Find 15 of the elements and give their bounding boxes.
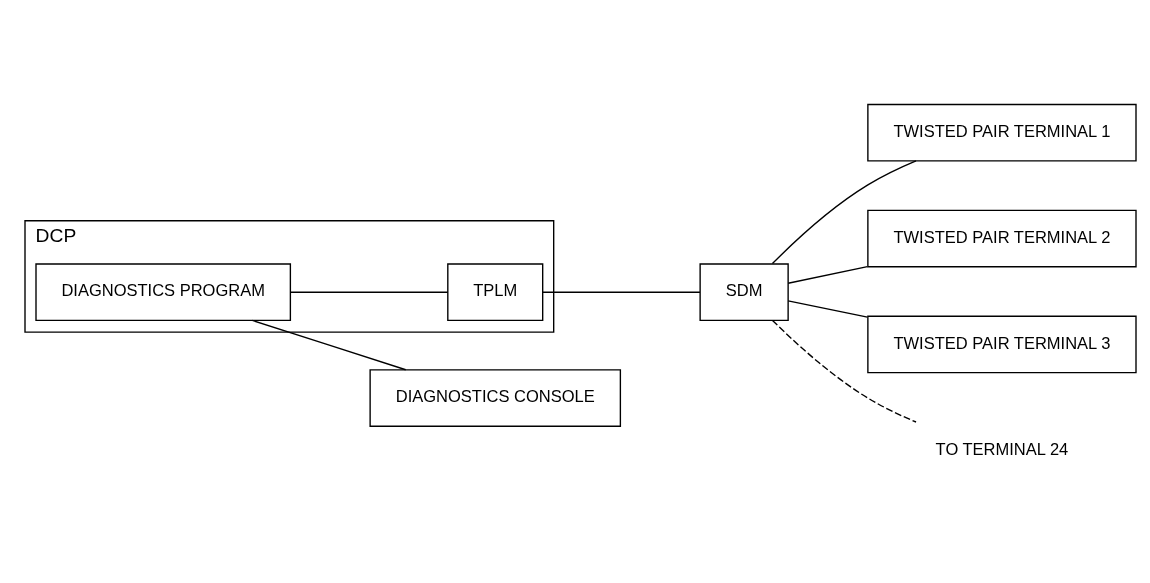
connector: [787, 265, 869, 284]
node-box: DIAGNOSTICS PROGRAM: [35, 263, 292, 322]
node-box: TWISTED PAIR TERMINAL 2: [867, 209, 1137, 268]
node-box: TPLM: [447, 263, 544, 322]
connector: [771, 160, 917, 265]
node-text: TO TERMINAL 24: [935, 439, 1069, 458]
connector: [289, 291, 449, 293]
node-box: TWISTED PAIR TERMINAL 1: [867, 103, 1137, 162]
node-box: DIAGNOSTICS CONSOLE: [369, 369, 622, 427]
connector: [787, 300, 869, 318]
connector: [771, 319, 917, 423]
node-box: SDM: [699, 263, 789, 322]
node-box: TWISTED PAIR TERMINAL 3: [867, 315, 1137, 374]
connector: [542, 291, 701, 293]
connector: [251, 319, 407, 371]
